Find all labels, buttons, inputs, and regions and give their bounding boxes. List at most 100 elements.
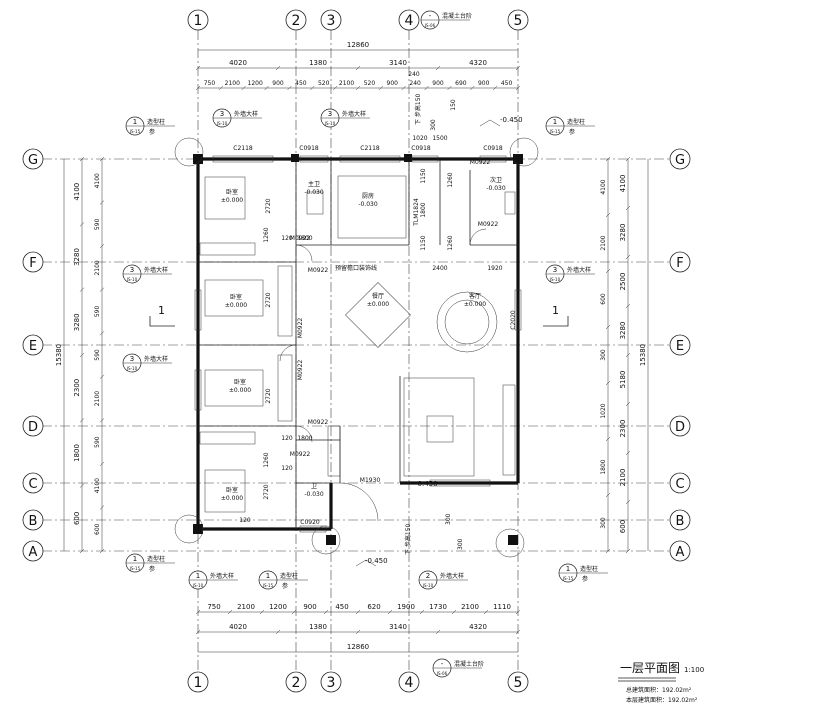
axis-bubble — [320, 671, 342, 693]
axis-bubble — [22, 540, 44, 562]
dimension-value: 590 — [94, 306, 101, 318]
misc-labels: 预留檐口装饰线 -0.450 -0.450 -0.450 下 步高150 下 步… — [335, 93, 523, 567]
dimension-value: 240 — [409, 80, 421, 87]
dimension-value: 2100 — [94, 260, 101, 275]
dimension-value: 5180 — [619, 371, 627, 389]
axis-bubble — [669, 251, 691, 273]
axis-label: 2 — [292, 675, 301, 691]
axis-bubble — [22, 334, 44, 356]
dimension-value: 1380 — [309, 623, 327, 631]
dimension-value: 2100 — [600, 235, 607, 250]
section-mark-right: 1 — [552, 304, 559, 317]
axis-label: E — [29, 339, 37, 354]
callout-text: 造型柱 — [147, 118, 165, 126]
axis-bubble — [398, 9, 420, 31]
callout-number: - — [429, 12, 432, 20]
interior-walls — [198, 159, 518, 529]
dimension-value: 3140 — [389, 59, 407, 67]
dimension-value: 1260 — [263, 452, 270, 467]
opening-code: TLM1824 — [413, 198, 420, 227]
dimension-value: 2300 — [73, 379, 81, 397]
dimension-value: 520 — [364, 80, 376, 87]
callout-number: 1 — [566, 565, 570, 573]
dimension-value: 2100 — [94, 391, 101, 406]
callout-number: - — [441, 660, 444, 668]
dimension-value: 15380 — [55, 344, 63, 366]
callout-sheet: JS-10 — [324, 121, 336, 126]
dimension-value: 750 — [207, 603, 220, 611]
callout-sheet: JS-10 — [422, 583, 434, 588]
callout-sheet: JS-15 — [129, 566, 141, 571]
dimension-value: 450 — [335, 603, 348, 611]
axis-label: C — [675, 477, 684, 492]
dimension-value: 900 — [478, 80, 490, 87]
opening-code: C0920 — [300, 519, 320, 526]
callout-text: 外墙大样 — [440, 572, 464, 580]
dimension-value: 1800 — [297, 435, 312, 442]
callout-number: 2 — [426, 572, 430, 580]
steps-300-b: 300 — [457, 538, 464, 550]
axis-label: 1 — [194, 675, 203, 691]
steps-300-a: 300 — [445, 513, 452, 525]
dimension-value: 1730 — [429, 603, 447, 611]
axis-bubble — [669, 334, 691, 356]
dimension-value: 3280 — [73, 248, 81, 266]
axis-label: C — [28, 477, 37, 492]
axis-bubble — [22, 472, 44, 494]
axis-label: E — [676, 339, 684, 354]
axis-label: F — [29, 256, 36, 271]
callout-sheet: JS-06 — [424, 23, 436, 28]
dimension-value: 3140 — [389, 623, 407, 631]
ceiling-note: 预留檐口装饰线 — [335, 264, 377, 272]
axis-label: A — [676, 545, 685, 560]
dimension-value: 3280 — [619, 224, 627, 242]
dimension-value: 15380 — [639, 344, 647, 366]
dimension-value: 1800 — [73, 444, 81, 462]
dimension-value: 620 — [367, 603, 380, 611]
axis-label: 3 — [327, 13, 336, 29]
section-markers: 1 1 — [149, 304, 569, 327]
dimension-value: 1800 — [297, 235, 312, 242]
dimension-value: 520 — [318, 80, 330, 87]
callout-sheet: JS-15 — [129, 129, 141, 134]
opening-code: C0918 — [483, 145, 503, 152]
axis-bubble — [22, 148, 44, 170]
axis-bubble — [285, 9, 307, 31]
dimension-value: 4100 — [619, 175, 627, 193]
axis-bubble — [669, 472, 691, 494]
axis-bubble — [669, 509, 691, 531]
callout-text: 造型柱 — [280, 572, 298, 580]
dimension-value: 4100 — [94, 478, 101, 493]
callout-sub: 参 — [569, 128, 575, 136]
dimension-value: 120 — [281, 235, 293, 242]
opening-code: C0918 — [411, 145, 431, 152]
dimension-value: 120 — [281, 465, 293, 472]
axis-bubble — [507, 9, 529, 31]
callout-number: 3 — [220, 110, 224, 118]
dimension-value: 300 — [430, 119, 437, 131]
dimension-value: 4020 — [229, 59, 247, 67]
axis-label: 2 — [292, 13, 301, 29]
opening-code: M0922 — [308, 267, 329, 274]
exterior-level-entry: -0.450 — [415, 480, 438, 488]
dimension-value: 1260 — [447, 235, 454, 250]
dimension-value: 2500 — [619, 273, 627, 291]
dimension-value: 1260 — [447, 172, 454, 187]
dimension-value: 690 — [455, 80, 467, 87]
exterior-level-bottom: -0.450 — [365, 557, 388, 565]
room-name: 餐厅 — [372, 292, 384, 300]
callout-number: 3 — [130, 266, 134, 274]
axis-label: G — [675, 153, 685, 168]
callout-text: 外墙大样 — [567, 266, 591, 274]
furniture — [199, 175, 516, 513]
callout-text: 外墙大样 — [144, 266, 168, 274]
callout-sheet: JS-10 — [126, 366, 138, 371]
columns — [193, 154, 523, 545]
dimension-value: 1020 — [600, 403, 607, 418]
dimension-value: 2100 — [225, 80, 240, 87]
dimension-value: 1800 — [420, 202, 427, 217]
room-level: -0.030 — [358, 201, 378, 208]
